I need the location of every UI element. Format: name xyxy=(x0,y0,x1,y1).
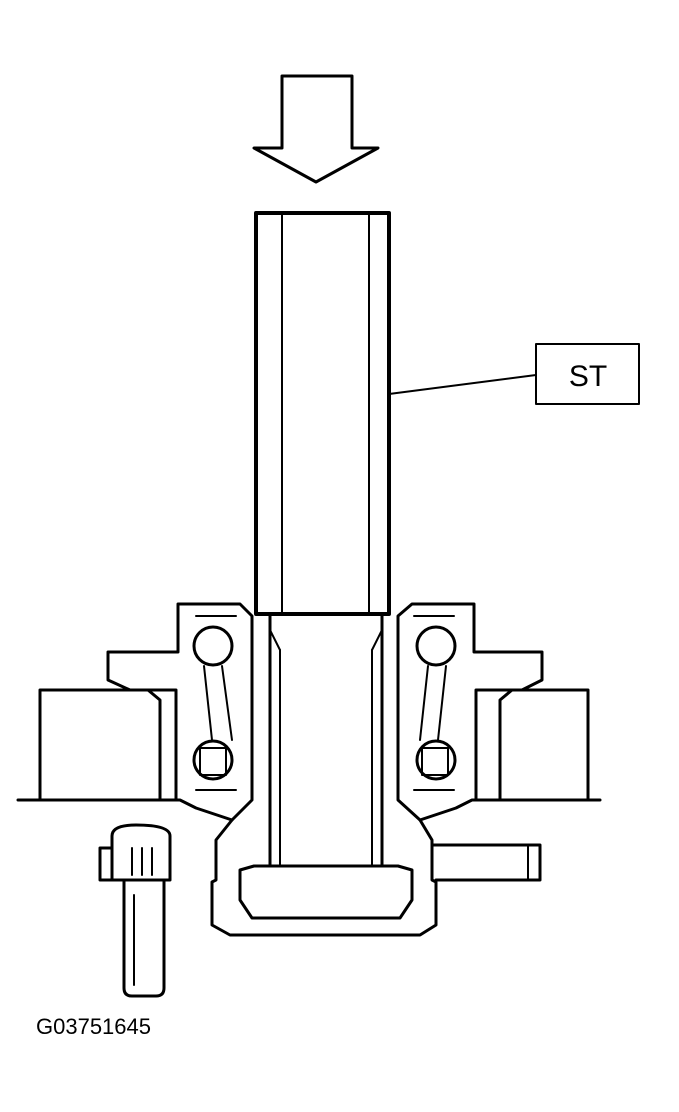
wheel-stud xyxy=(98,823,172,998)
wheel-hub xyxy=(210,818,542,937)
left-bearing xyxy=(192,615,237,791)
special-tool-cylinder xyxy=(254,211,391,616)
hub-shaft xyxy=(268,612,384,868)
st-callout: ST xyxy=(535,343,640,405)
figure-code: G03751645 xyxy=(36,1014,151,1039)
right-bearing xyxy=(413,615,457,791)
right-housing xyxy=(396,602,602,822)
left-housing xyxy=(16,602,254,822)
press-direction-arrow xyxy=(252,74,380,184)
st-leader-line xyxy=(388,374,537,395)
st-label: ST xyxy=(569,360,607,393)
